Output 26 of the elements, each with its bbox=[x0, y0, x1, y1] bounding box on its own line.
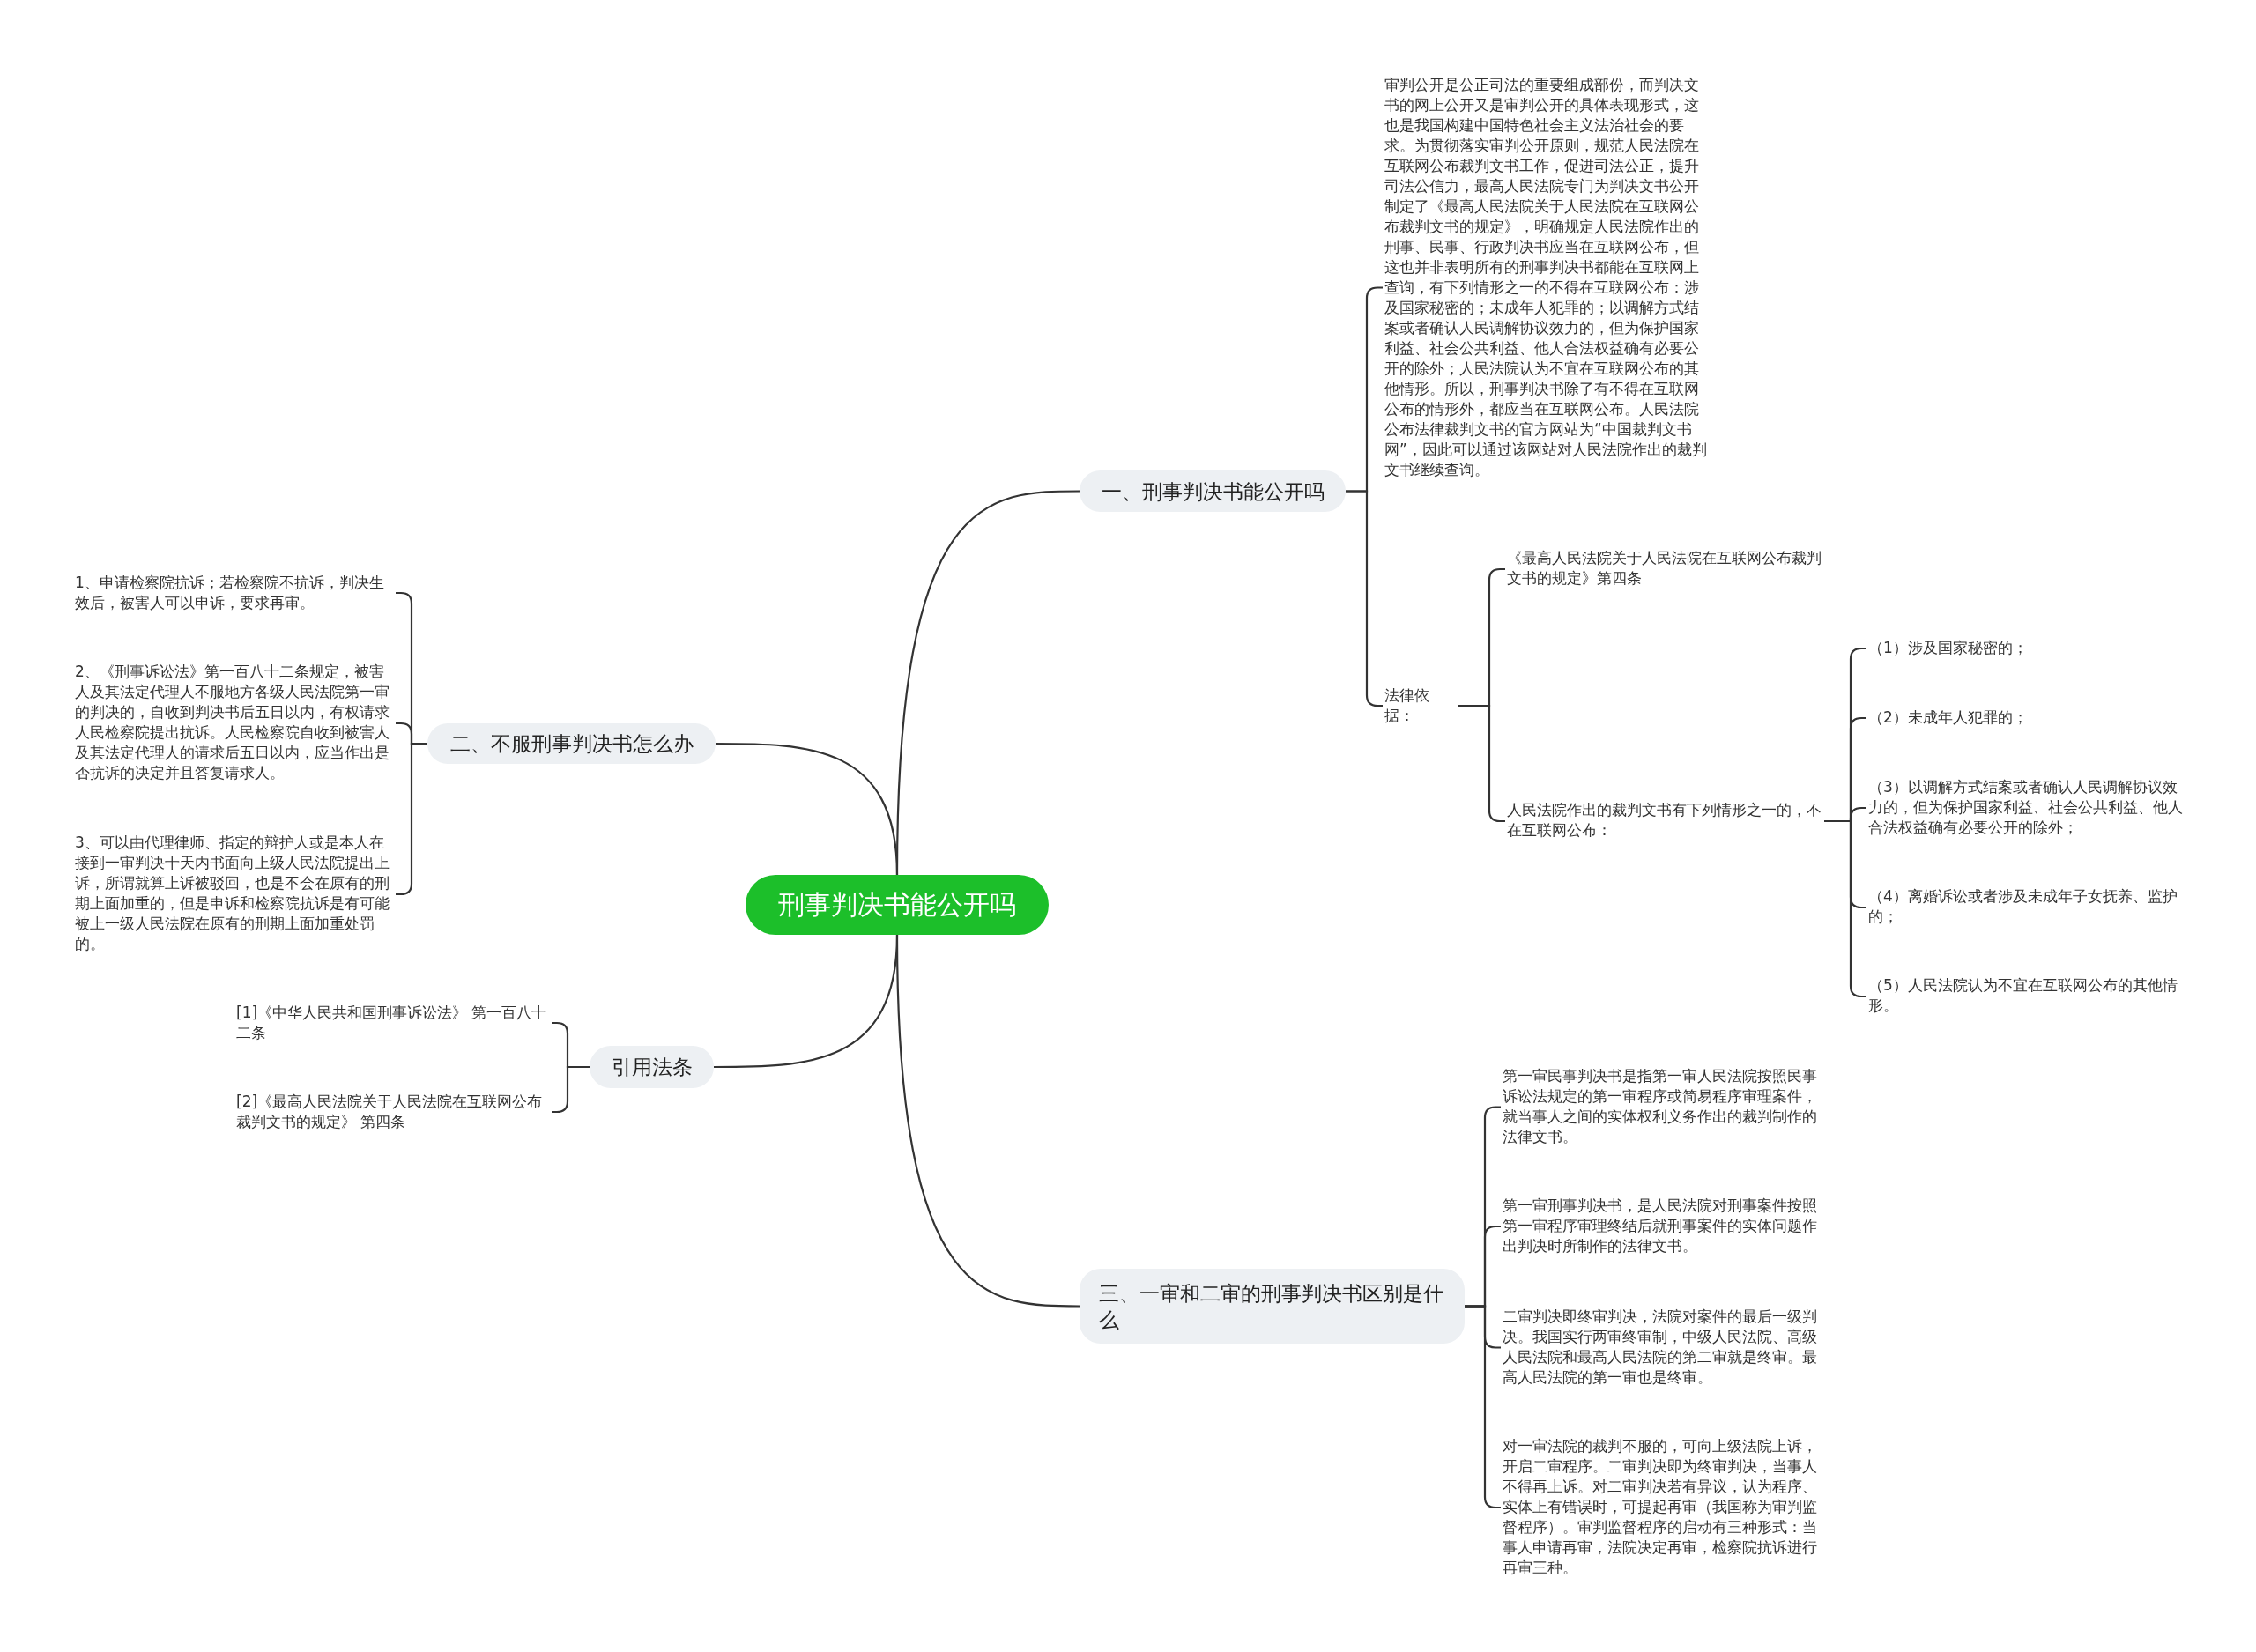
note-text: 对一审法院的裁判不服的，可向上级法院上诉，开启二审程序。二审判决即为终审判决，当事人不得再上诉。对二审判决若有异议，认为程序、实体上有错误时，可提起再审（我国称为审判监督程序）。审判监督程序的启动有三种形式：当事人申请再审，法院决定再审，检察院抗诉进行再审三种。 bbox=[1503, 1436, 1824, 1579]
note-text: 1、申请检察院抗诉；若检察院不抗诉，判决生效后，被害人可以申诉，要求再审。 bbox=[75, 573, 394, 613]
note-text: （4）离婚诉讼或者涉及未成年子女抚养、监护的； bbox=[1868, 886, 2190, 929]
topic-box: 一、刑事判决书能公开吗 bbox=[1080, 470, 1346, 512]
note-text: [2]《最高人民法院关于人民法院在互联网公布裁判文书的规定》 第四条 bbox=[236, 1092, 550, 1132]
note-text: （2）未成年人犯罪的； bbox=[1868, 707, 2190, 729]
note-text: 第一审民事判决书是指第一审人民法院按照民事诉讼法规定的第一审程序或简易程序审理案件，就当事人之间的实体权利义务作出的裁判制作的法律文书。 bbox=[1503, 1066, 1824, 1148]
note-text: 第一审刑事判决书，是人民法院对刑事案件按照第一审程序审理终结后就刑事案件的实体问题作出判决时所制作的法律文书。 bbox=[1503, 1196, 1824, 1257]
note-text: （5）人民法院认为不宜在互联网公布的其他情形。 bbox=[1868, 975, 2190, 1018]
note-text: 人民法院作出的裁判文书有下列情形之一的，不在互联网公布： bbox=[1507, 800, 1824, 842]
connector-line bbox=[895, 934, 1080, 1308]
connector-line bbox=[716, 742, 899, 876]
note-text: 3、可以由代理律师、指定的辩护人或是本人在接到一审判决十天内书面向上级人民法院提出上诉，所谓就算上诉被驳回，也是不会在原有的刑期上面加重的，但是申诉和检察院抗诉是有可能被上一级人民法院在原有的刑期上面加重处罚的。 bbox=[75, 833, 394, 956]
note-text: （3）以调解方式结案或者确认人民调解协议效力的，但为保护国家利益、社会公共利益、他人合法权益确有必要公开的除外； bbox=[1868, 777, 2190, 839]
note-text: （1）涉及国家秘密的； bbox=[1868, 638, 2190, 659]
note-text: 《最高人民法院关于人民法院在互联网公布裁判文书的规定》第四条 bbox=[1507, 548, 1831, 590]
note-text: 二审判决即终审判决，法院对案件的最后一级判决。我国实行两审终审制，中级人民法院、高级人民法院和最高人民法院的第二审就是终审。最高人民法院的第一审也是终审。 bbox=[1503, 1307, 1824, 1389]
topic-box: 二、不服刑事判决书怎么办 bbox=[427, 723, 716, 764]
note-text: 审判公开是公正司法的重要组成部份，而判决文书的网上公开又是审判公开的具体表现形式，这也是我国构建中国特色社会主义法治社会的要求。为贯彻落实审判公开原则，规范人民法院在互联网公布裁判文书工作，促进司法公正，提升司法公信力，最高人民法院专门为判决文书公开制定了《最高人民法院关于人民法院在互联网公布裁判文书的规定》，明确规定人民法院作出的刑事、民事、行政判决书应当在互联网公布，但这也并非表明所有的刑事判决书都能在互联网上查询，有下列情形之一的不得在互联网公布：涉及国家秘密的；未成年人犯罪的；以调解方式结案或者确认人民调解协议效力的，但为保护国家利益、社会公共利益、他人合法权益确有必要公开的除外；人民法院认为不宜在互联网公布的其他情形。所以，刑事判决书除了有不得在互联网公布的情形外，都应当在互联网公布。人民法院公布法律裁判文书的官方网站为“中国裁判文书网”，因此可以通过该网站对人民法院作出的裁判文书继续查询。 bbox=[1384, 75, 1709, 500]
topic-box: 三、一审和二审的刑事判决书区别是什么 bbox=[1080, 1269, 1465, 1344]
note-text: 2、《刑事诉讼法》第一百八十二条规定，被害人及其法定代理人不服地方各级人民法院第一审的判决的，自收到判决书后五日以内，有权请求人民检察院提出抗诉。人民检察院自收到被害人及其法定代理人的请求后五日以内，应当作出是否抗诉的决定并且答复请求人。 bbox=[75, 662, 394, 785]
topic-box: 引用法条 bbox=[590, 1046, 714, 1088]
connector-line bbox=[552, 1065, 590, 1114]
central-topic: 刑事判决书能公开吗 bbox=[746, 875, 1049, 935]
note-text: [1]《中华人民共和国刑事诉讼法》 第一百八十二条 bbox=[236, 1003, 550, 1043]
note-text: 法律依据： bbox=[1384, 685, 1458, 726]
